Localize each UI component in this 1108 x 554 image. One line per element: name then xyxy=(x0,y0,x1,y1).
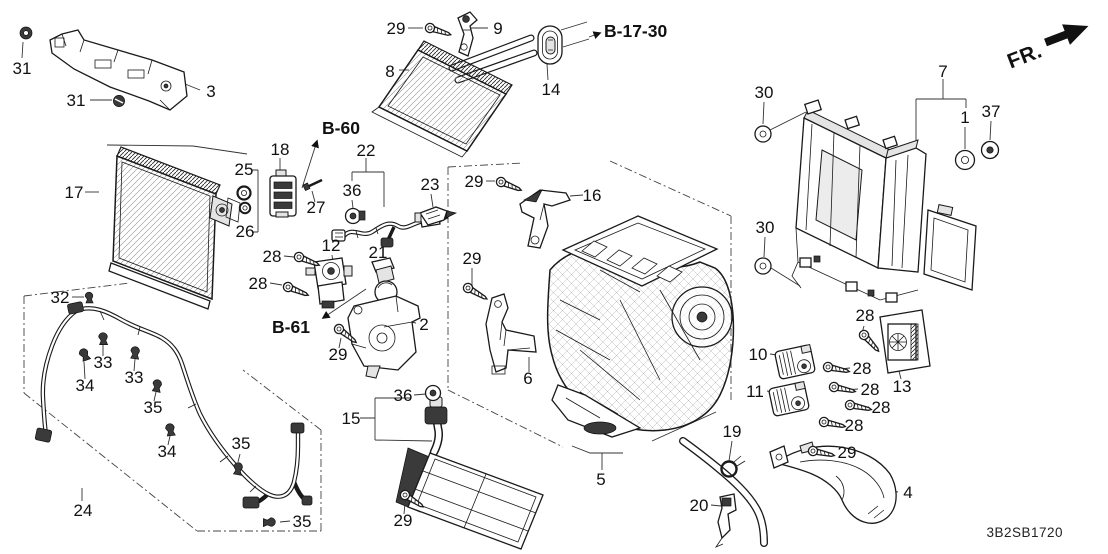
service-ref-leaders xyxy=(301,21,602,319)
callout-labels: 31 31 3 29 9 8 14 7 1 37 30 30 17 25 26 … xyxy=(13,19,1001,531)
diagram-code: 3B2SB1720 xyxy=(986,525,1063,540)
pin-27-icon xyxy=(302,178,323,192)
oring-25-icon xyxy=(236,185,252,201)
service-ref-b17-30: B-17-30 xyxy=(604,21,667,41)
callout-31-nut: 31 xyxy=(13,59,32,78)
callout-5: 5 xyxy=(596,470,605,489)
callout-34-a: 34 xyxy=(76,376,95,395)
callout-29-aux: 29 xyxy=(394,511,413,530)
fr-arrow-icon xyxy=(1044,24,1089,47)
callout-25: 25 xyxy=(235,160,254,179)
nut-31-icon xyxy=(19,26,33,40)
wire-harness-24 xyxy=(34,291,313,527)
drain-hose-19 xyxy=(679,437,768,547)
callout-33-a: 33 xyxy=(94,353,113,372)
service-ref-b61: B-61 xyxy=(272,317,310,337)
grommet-36-upper-icon xyxy=(344,207,366,225)
callout-13: 13 xyxy=(893,377,912,396)
actuator-11 xyxy=(768,380,810,417)
grommet-36-lower-icon xyxy=(424,384,442,402)
duct-4 xyxy=(769,441,897,524)
pipe-bracket-9 xyxy=(457,11,478,57)
callout-33-b: 33 xyxy=(125,368,144,387)
callout-18: 18 xyxy=(271,140,290,159)
callout-34-b: 34 xyxy=(158,442,177,461)
grommet-14-icon xyxy=(537,25,563,65)
callout-7: 7 xyxy=(938,62,947,81)
callout-9: 9 xyxy=(493,19,502,38)
callout-31-clip: 31 xyxy=(67,91,86,110)
callout-29-top: 29 xyxy=(387,19,406,38)
callout-10: 10 xyxy=(749,345,768,364)
fr-label: FR. xyxy=(1004,39,1045,73)
callout-17: 17 xyxy=(65,183,84,202)
washer-1-icon xyxy=(954,149,976,171)
oring-26-icon xyxy=(238,201,252,215)
sensor-23 xyxy=(414,206,458,226)
clip-31-icon xyxy=(113,95,125,107)
callout-23: 23 xyxy=(421,175,440,194)
callout-22: 22 xyxy=(357,141,376,160)
callout-29-duct: 29 xyxy=(838,443,857,462)
callout-29-motor: 29 xyxy=(329,345,348,364)
callout-11: 11 xyxy=(746,382,764,401)
callout-28-c: 28 xyxy=(856,306,875,325)
callout-6: 6 xyxy=(523,369,532,388)
bracket-6 xyxy=(485,293,537,375)
evaporator-17 xyxy=(108,146,241,310)
callout-28-d: 28 xyxy=(853,359,872,378)
callout-28-g: 28 xyxy=(845,416,864,435)
expansion-valve-18 xyxy=(269,169,297,218)
callout-30-upper: 30 xyxy=(755,83,774,102)
callout-29-mid: 29 xyxy=(465,172,484,191)
callout-15: 15 xyxy=(342,409,361,428)
power-transistor-13 xyxy=(879,309,931,374)
callout-32: 32 xyxy=(51,288,70,307)
callout-35-c: 35 xyxy=(293,512,312,531)
callout-28-a: 28 xyxy=(263,247,282,266)
callout-28-b: 28 xyxy=(249,274,268,293)
callout-12: 12 xyxy=(322,236,341,255)
callout-37: 37 xyxy=(982,102,1001,121)
motor-2 xyxy=(347,295,421,379)
service-ref-b60: B-60 xyxy=(322,118,360,138)
callout-26: 26 xyxy=(236,222,255,241)
callout-1: 1 xyxy=(960,108,969,127)
heater-case-7 xyxy=(791,99,977,303)
callout-2: 2 xyxy=(419,315,428,334)
callout-4: 4 xyxy=(903,483,912,502)
callout-20: 20 xyxy=(690,496,709,515)
grommet-30-lower-icon xyxy=(754,257,772,275)
callout-27: 27 xyxy=(307,198,326,217)
callout-14: 14 xyxy=(542,80,561,99)
rail-bracket-3 xyxy=(49,29,188,111)
grommet-30-upper-icon xyxy=(754,125,772,143)
callout-28-e: 28 xyxy=(861,380,880,399)
hose-clip-20 xyxy=(714,493,737,548)
callout-8: 8 xyxy=(385,62,394,81)
nut-37-icon xyxy=(980,140,1000,160)
callout-3: 3 xyxy=(206,82,215,101)
valve-12 xyxy=(305,257,353,309)
callout-36-upper: 36 xyxy=(343,181,362,200)
bracket-16 xyxy=(519,189,571,249)
callout-30-lower: 30 xyxy=(756,218,775,237)
callout-35-b: 35 xyxy=(232,434,251,453)
callout-16: 16 xyxy=(583,186,602,205)
aux-heater-15 xyxy=(395,396,544,550)
callout-28-f: 28 xyxy=(872,398,891,417)
heater-core-8 xyxy=(371,34,538,158)
callout-35-a: 35 xyxy=(144,398,163,417)
heater-unit-5 xyxy=(546,215,735,438)
callout-29-bracket: 29 xyxy=(463,249,482,268)
callout-19: 19 xyxy=(723,422,742,441)
leader-lines xyxy=(21,27,992,523)
callout-21: 21 xyxy=(369,243,388,262)
callout-24: 24 xyxy=(74,501,93,520)
callout-36-lower: 36 xyxy=(394,386,413,405)
actuator-10 xyxy=(774,343,816,380)
fr-direction-indicator: FR. xyxy=(1004,24,1089,73)
